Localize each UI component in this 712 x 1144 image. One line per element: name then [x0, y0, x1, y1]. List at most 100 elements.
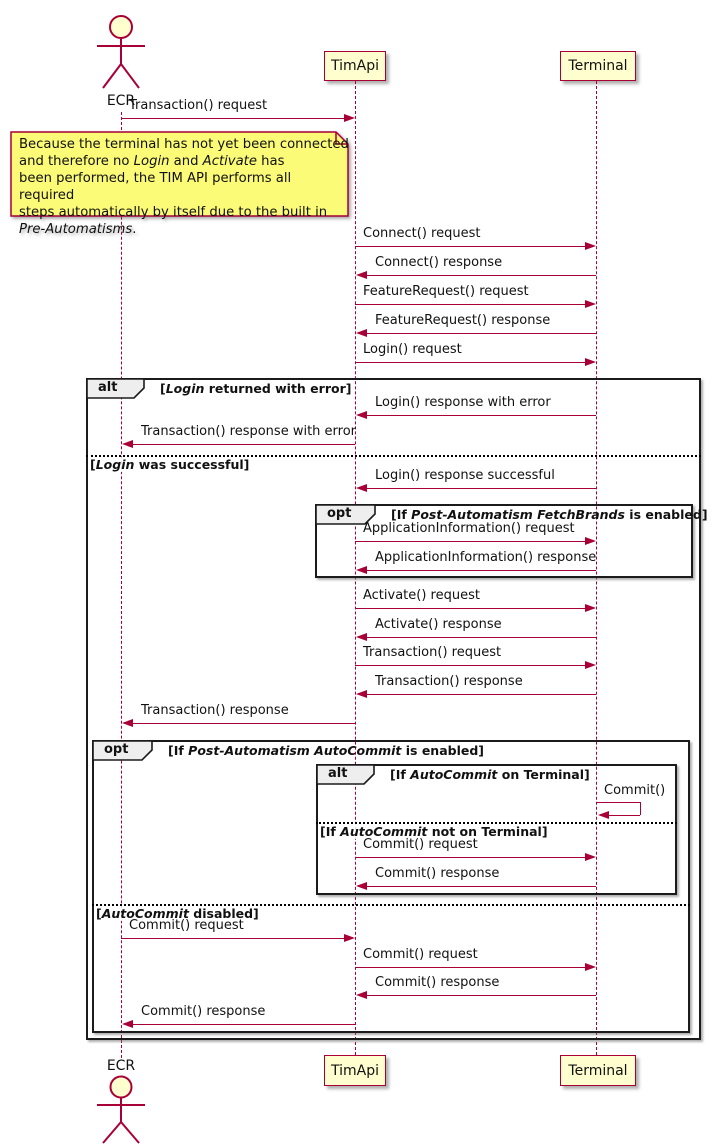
arrowhead-left [356, 690, 367, 698]
arrowhead-left [356, 991, 367, 999]
arrowhead-left [356, 411, 367, 419]
message-line [364, 995, 596, 996]
arrowhead-right [585, 853, 596, 861]
participant-label: TimApi [330, 1062, 379, 1079]
lifeline-terminal [596, 81, 597, 1055]
message-label: Login() response successful [375, 468, 555, 483]
message-label: ApplicationInformation() request [363, 521, 575, 536]
text-segment: Activate [202, 154, 257, 169]
fragment-divider [86, 455, 701, 457]
message-label: Transaction() request [363, 645, 502, 660]
text-segment: [If [391, 507, 412, 522]
text-segment: . [132, 222, 137, 237]
fragment-opt [315, 504, 693, 578]
arrowhead-left [598, 811, 609, 819]
arrowhead-right [344, 114, 355, 122]
fragment-header-tab [316, 764, 376, 785]
fragment-header-tab [86, 378, 146, 399]
text-segment: and therefore no [19, 154, 134, 169]
message-label: Login() request [363, 342, 462, 357]
note-line: Pre-Automatisms. [19, 221, 349, 238]
actor-figure-bottom [97, 1075, 145, 1144]
text-segment: is enabled] [401, 743, 485, 758]
text-segment: AutoCommit [410, 767, 498, 782]
text-segment: steps automatically by itself due to the… [19, 205, 328, 220]
participant-label: Terminal [568, 1062, 628, 1079]
message-label: FeatureRequest() request [363, 284, 529, 299]
fragment-condition: [If Post-Automatism AutoCommit is enable… [168, 743, 484, 758]
text-segment: Login [133, 154, 170, 169]
self-arrow-side [640, 802, 641, 815]
text-segment: Because the terminal has not yet been co… [19, 137, 349, 152]
fragment-condition: [Login returned with error] [160, 381, 351, 396]
fragment-kind-label: alt [328, 766, 348, 781]
message-line [355, 246, 587, 247]
arrowhead-right [585, 537, 596, 545]
note-line: been performed, the TIM API performs all… [19, 170, 349, 204]
text-segment: Post-Automatism FetchBrands [411, 507, 625, 522]
message-line [364, 886, 596, 887]
arrowhead-right [344, 934, 355, 942]
fragment-divider [316, 822, 677, 824]
arrowhead-right [585, 358, 596, 366]
message-label: Login() response with error [375, 395, 551, 410]
arrowhead-right [585, 300, 596, 308]
message-label: Commit() request [363, 947, 478, 962]
message-label: Commit() response [375, 866, 500, 881]
actor-label-top: ECR [106, 93, 136, 109]
text-segment: been performed, the TIM API performs all… [19, 171, 292, 203]
message-label: FeatureRequest() response [375, 313, 551, 328]
text-segment: [If [168, 743, 189, 758]
arrowhead-left [356, 484, 367, 492]
message-label: Commit() request [363, 837, 478, 852]
message-label: Commit() response [375, 975, 500, 990]
actor-figure-top [97, 15, 145, 89]
arrowhead-left [356, 882, 367, 890]
fragment-alt [86, 378, 701, 1040]
message-label: Commit() request [129, 918, 244, 933]
text-segment: on Terminal] [497, 767, 590, 782]
self-arrow-top [597, 802, 640, 803]
arrowhead-left [356, 271, 367, 279]
message-line [130, 444, 355, 445]
text-segment: Login [165, 381, 205, 396]
fragment-divider-label: [AutoCommit disabled] [96, 906, 259, 921]
participant-label: Terminal [568, 58, 628, 74]
self-arrow-bottom [608, 815, 640, 816]
fragment-condition: [If AutoCommit on Terminal] [390, 767, 590, 782]
arrowhead-right [585, 604, 596, 612]
fragment-header-tab [92, 740, 154, 761]
note-text: Because the terminal has not yet been co… [19, 136, 349, 238]
arrowhead-left [356, 329, 367, 337]
message-line [355, 665, 587, 666]
fragment-header-tab [315, 504, 377, 525]
fragment-opt [92, 740, 690, 1033]
message-line [121, 118, 346, 119]
lifeline-ecr [121, 112, 122, 1058]
participant-timapi-top: TimApi [324, 51, 386, 81]
arrowhead-right [585, 661, 596, 669]
text-segment: not on Terminal] [427, 824, 548, 839]
arrowhead-left [356, 633, 367, 641]
message-line [355, 362, 587, 363]
participant-terminal-bottom: Terminal [560, 1055, 636, 1086]
message-label: Connect() response [375, 255, 503, 270]
lifeline-timapi [355, 81, 356, 1055]
text-segment: is enabled] [624, 507, 708, 522]
text-segment: has [256, 154, 285, 169]
message-line [364, 637, 596, 638]
arrowhead-left [122, 440, 133, 448]
message-line [364, 488, 596, 489]
message-label: Commit() response [141, 1004, 266, 1019]
message-line [355, 541, 587, 542]
fragment-kind-label: alt [98, 380, 118, 395]
message-line [121, 938, 346, 939]
message-line [130, 1024, 355, 1025]
text-segment: [ [90, 457, 96, 472]
text-segment: [If [320, 824, 341, 839]
text-segment: and [169, 154, 203, 169]
message-line [130, 723, 355, 724]
participant-label: TimApi [330, 58, 379, 74]
note-line: and therefore no Login and Activate has [19, 153, 349, 170]
